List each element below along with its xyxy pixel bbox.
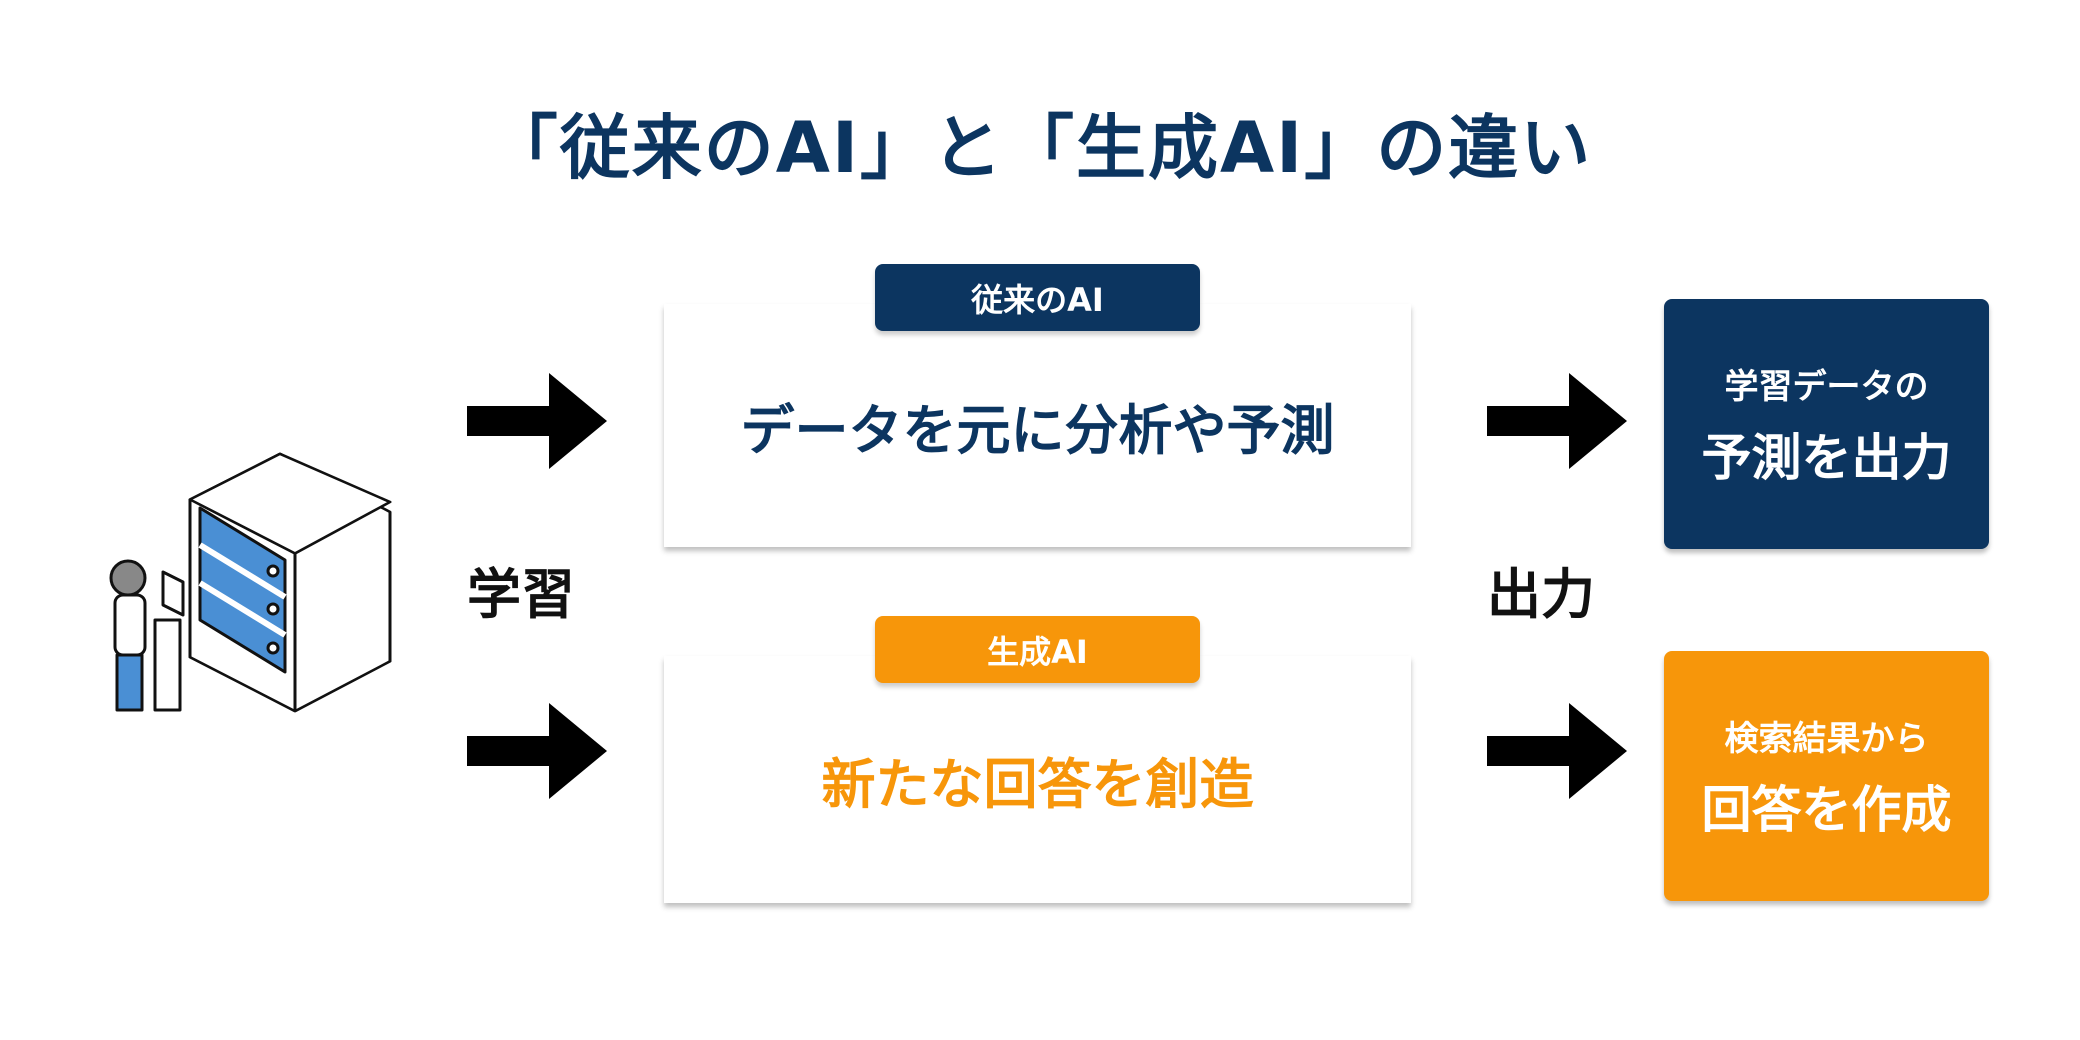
person-server-illustration: [109, 452, 392, 713]
traditional-ai-description: データを元に分析や予測: [740, 399, 1335, 462]
output-label: 出力: [1487, 563, 1595, 626]
right-arrow-icon: [467, 373, 607, 469]
traditional-output-box: 学習データの 予測を出力: [1664, 299, 1989, 549]
generative-output-line2: 回答を作成: [1701, 780, 1952, 839]
traditional-ai-badge: 従来のAI: [875, 264, 1200, 331]
right-arrow-icon: [1487, 703, 1627, 799]
generative-ai-description: 新たな回答を創造: [821, 753, 1254, 816]
traditional-output-line1: 学習データの: [1724, 366, 1929, 407]
learning-label: 学習: [467, 563, 575, 626]
traditional-output-line2: 予測を出力: [1701, 428, 1952, 487]
right-arrow-icon: [1487, 373, 1627, 469]
generative-output-line1: 検索結果から: [1724, 718, 1929, 759]
traditional-ai-box: データを元に分析や予測: [664, 304, 1411, 547]
right-arrow-icon: [467, 703, 607, 799]
page-title: 「従来のAI」と「生成AI」の違い: [487, 107, 1593, 189]
generative-ai-badge: 生成AI: [875, 616, 1200, 683]
generative-output-box: 検索結果から 回答を作成: [1664, 651, 1989, 901]
generative-ai-box: 新たな回答を創造: [664, 656, 1411, 903]
